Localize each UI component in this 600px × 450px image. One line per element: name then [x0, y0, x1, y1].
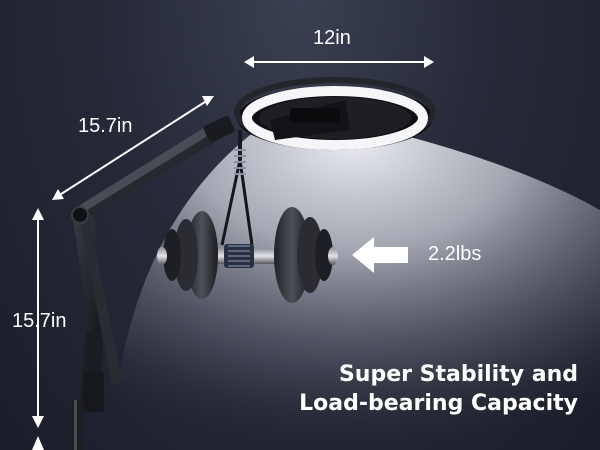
light-beam	[110, 125, 600, 450]
arm-length-label: 15.7in	[78, 115, 133, 137]
dumbbell	[157, 207, 338, 303]
double-arrow-icon	[244, 56, 434, 68]
arrow-left-icon	[352, 237, 408, 273]
headline-line-1: Super Stability and	[338, 362, 578, 387]
ring-diameter-label: 12in	[313, 27, 351, 49]
headline-line-2: Load-bearing Capacity	[299, 391, 578, 416]
scissor-arm-lower	[72, 210, 122, 412]
ring-light	[234, 77, 436, 150]
load-weight-label: 2.2lbs	[428, 243, 482, 265]
stand-height-label: 15.7in	[12, 310, 67, 332]
scissor-arm-upper	[70, 115, 235, 224]
strap	[220, 130, 254, 246]
double-arrow-icon	[52, 96, 214, 200]
double-arrow-icon	[32, 208, 44, 450]
stand-pole	[72, 400, 84, 450]
